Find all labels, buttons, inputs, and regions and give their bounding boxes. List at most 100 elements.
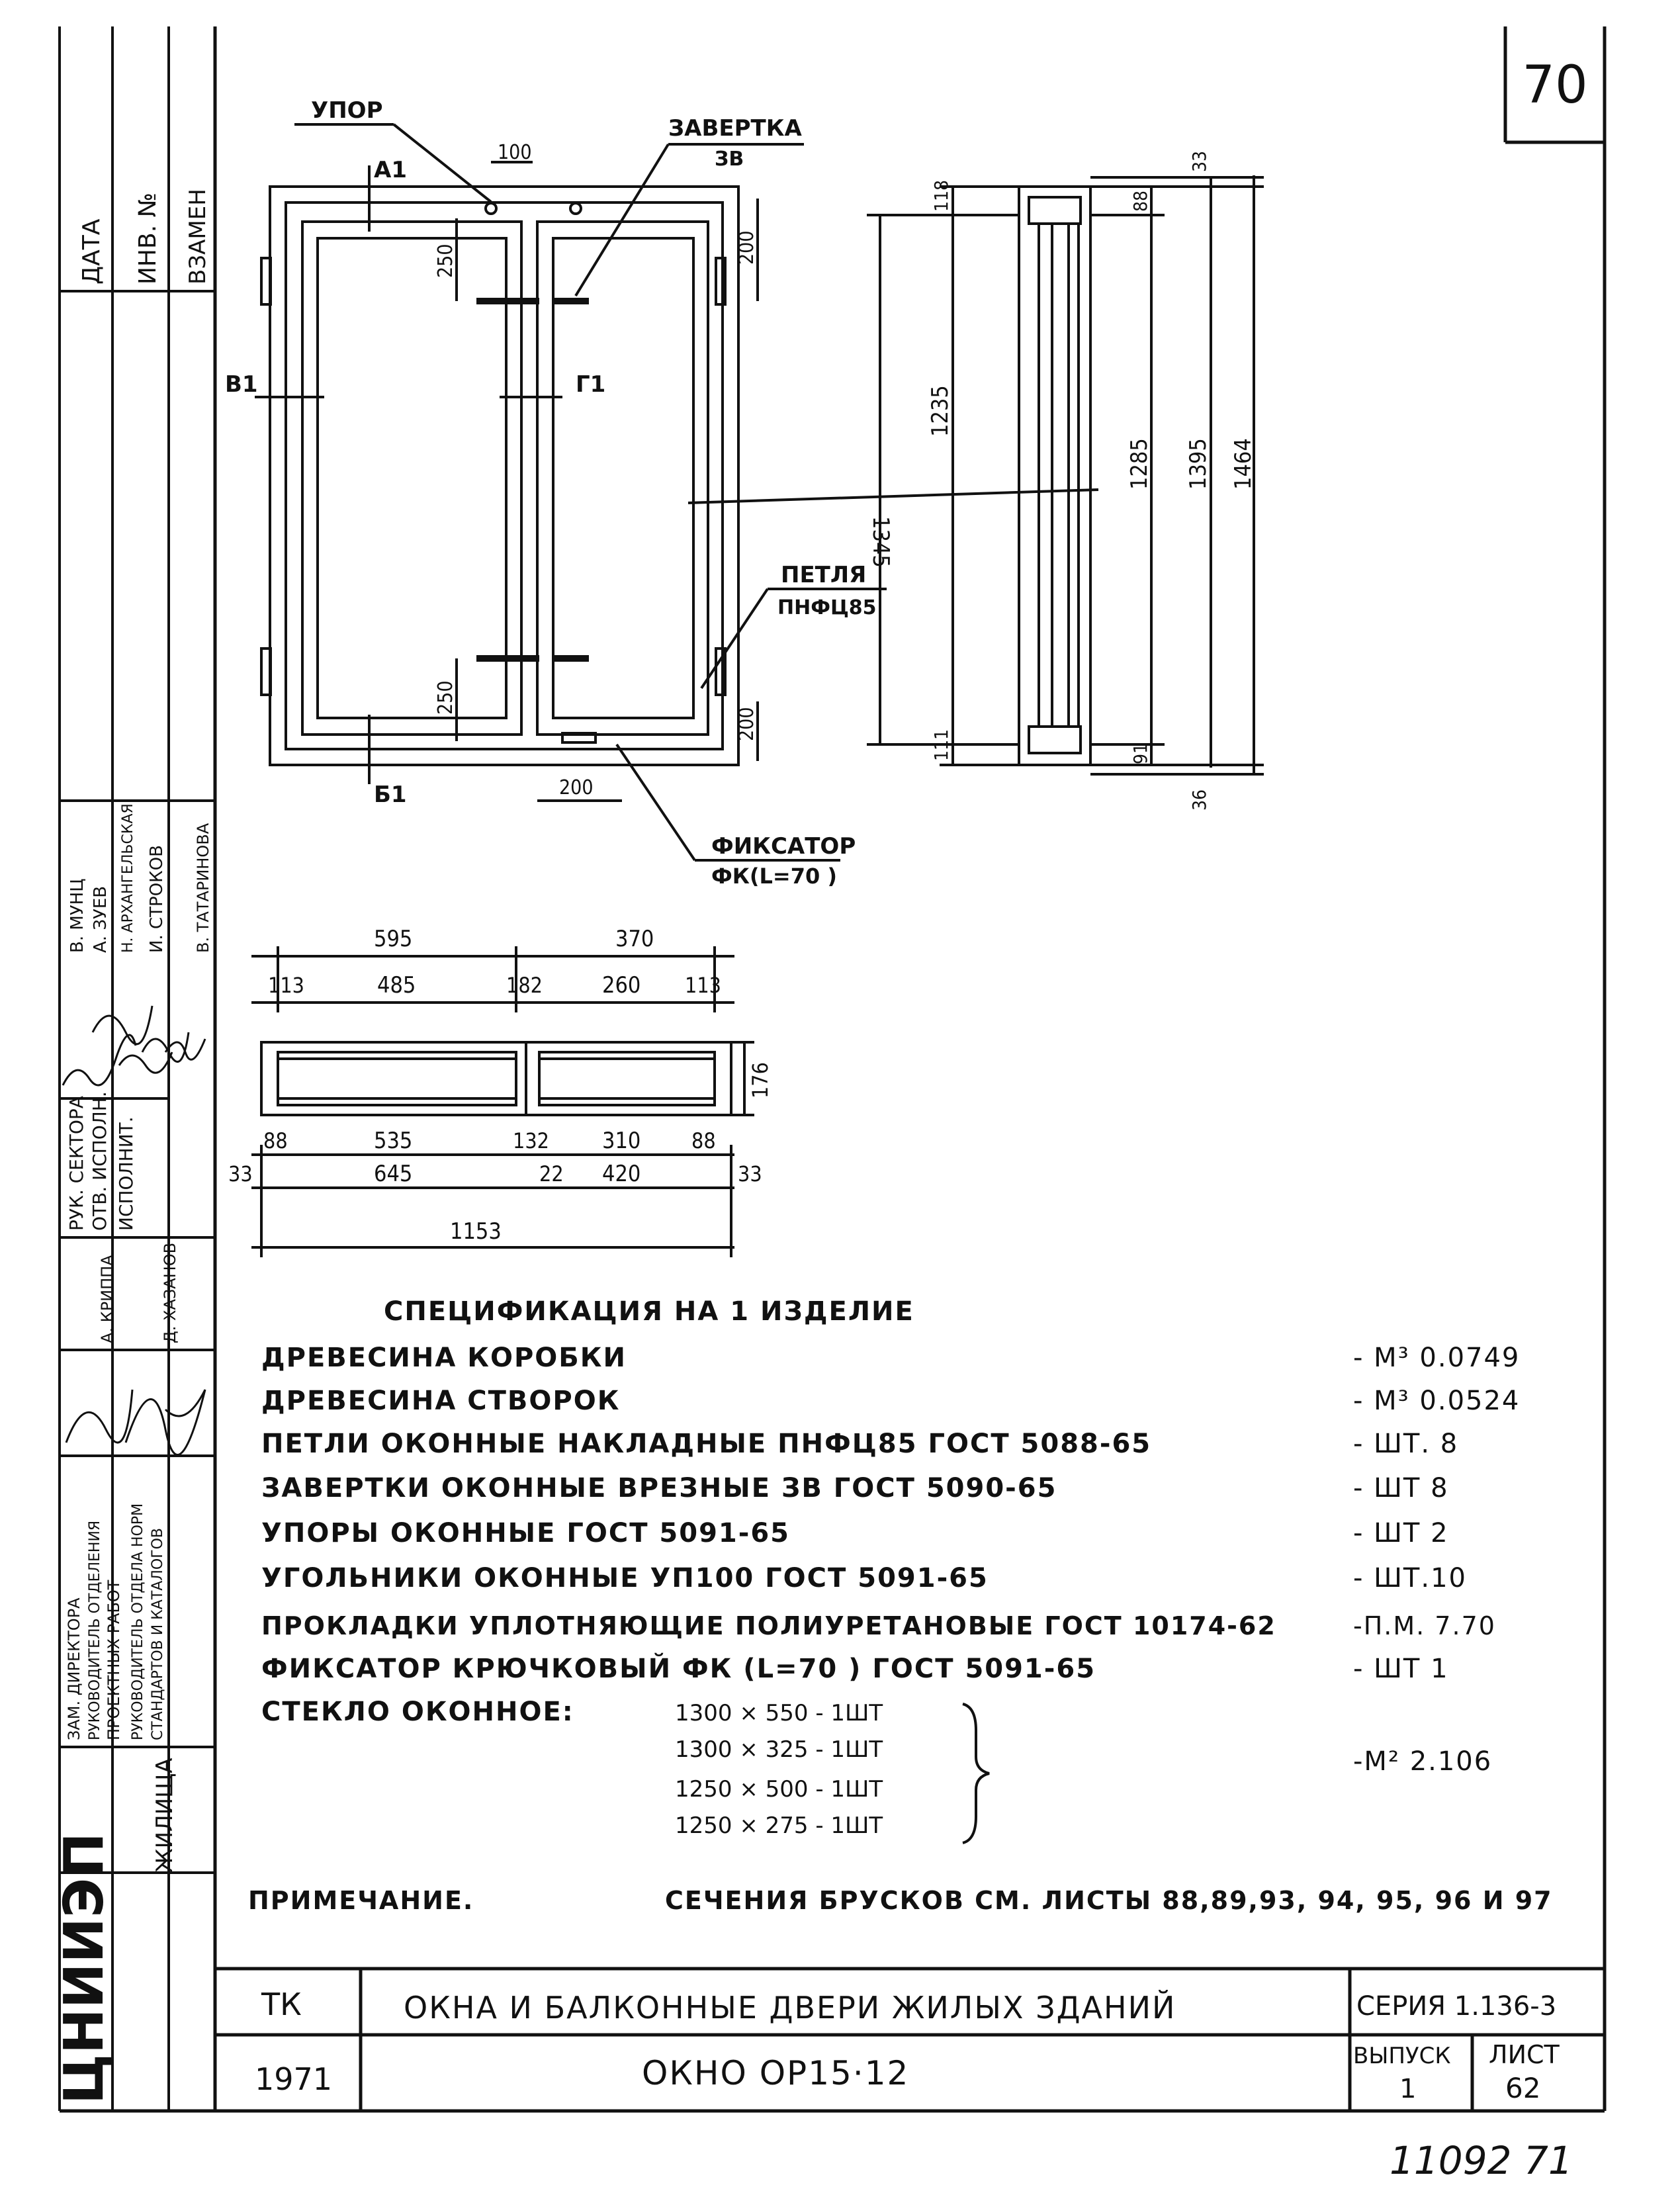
glass-item-1: 1300 × 550 - 1ШТ — [675, 1700, 883, 1726]
stamp-name-5: В. ТАТАРИНОВА — [194, 823, 212, 953]
stamp-role-2: ОТВ. ИСПОЛН. — [89, 1091, 111, 1231]
stamp-vzamen: ВЗАМЕН — [185, 189, 211, 285]
spec-item-2-name: ДРЕВЕСИНА СТВОРОК — [261, 1386, 620, 1416]
stamp-role-1: РУК. СЕКТОРА — [66, 1096, 87, 1231]
stamp-role-3: ИСПОЛНИТ. — [115, 1116, 137, 1231]
stamp-chief-4: РУКОВОДИТЕЛЬ ОТДЕЛА НОРМ — [130, 1503, 146, 1740]
dim-88b: 88 — [691, 1128, 716, 1153]
dim-595: 595 — [374, 926, 412, 952]
spec-item-3-name: ПЕТЛИ ОКОННЫЕ НАКЛАДНЫЕ ПНФЦ85 ГОСТ 5088… — [261, 1429, 1151, 1459]
section-g1: Г1 — [576, 371, 605, 398]
dim-22: 22 — [539, 1161, 564, 1186]
section-v1: В1 — [225, 371, 258, 398]
dim-176: 176 — [748, 1062, 773, 1098]
dim-33a: 33 — [228, 1161, 253, 1186]
dim-645: 645 — [374, 1161, 412, 1187]
label-fiksator: ФИКСАТОР — [711, 833, 856, 860]
stamp-name-3: Н. АРХАНГЕЛЬСКАЯ — [120, 803, 136, 953]
stamp-inv: ИНВ. № — [134, 193, 161, 285]
dim-1235: 1235 — [927, 385, 953, 437]
dim-260: 260 — [602, 972, 641, 999]
sheet-number: 70 — [1522, 56, 1587, 115]
side-stamp — [58, 26, 215, 2111]
label-petlya: ПЕТЛЯ — [781, 562, 866, 588]
spec-item-2-qty: - М³ 0.0524 — [1353, 1386, 1520, 1416]
stamp-org: ЦНИИЭП — [53, 1832, 116, 2104]
spec-item-1-qty: - М³ 0.0749 — [1353, 1343, 1520, 1373]
specification: СПЕЦИФИКАЦИЯ НА 1 ИЗДЕЛИЕ ДРЕВЕСИНА КОРО… — [261, 1296, 1520, 1844]
note-text: СЕЧЕНИЯ БРУСКОВ СМ. ЛИСТЫ 88,89,93, 94, … — [665, 1886, 1553, 1915]
glass-brace — [962, 1703, 990, 1844]
stamp-chief-3: ПРОЕКТНЫХ РАБОТ — [105, 1580, 123, 1740]
dim-1285: 1285 — [1126, 438, 1153, 490]
dim-200-horiz: 200 — [559, 776, 594, 799]
spec-item-5-name: УПОРЫ ОКОННЫЕ ГОСТ 5091-65 — [261, 1518, 790, 1548]
stamp-name-1: В. МУНЦ — [67, 879, 87, 953]
spec-item-4-qty: - ШТ 8 — [1353, 1473, 1449, 1503]
dim-1395: 1395 — [1185, 438, 1212, 490]
dim-182: 182 — [506, 973, 543, 998]
dim-33: 33 — [1188, 151, 1210, 172]
tb-list-label: ЛИСТ — [1489, 2040, 1560, 2069]
tb-title: ОКНА И БАЛКОННЫЕ ДВЕРИ ЖИЛЫХ ЗДАНИЙ — [404, 1990, 1176, 2026]
stamp-date: ДАТА — [78, 218, 105, 285]
dim-485: 485 — [377, 972, 416, 999]
spec-item-5-qty: - ШТ 2 — [1353, 1518, 1449, 1548]
elevation-labels: УПОР ЗАВЕРТКА ЗВ ПЕТЛЯ ПНФЦ85 ФИКСАТОР Ф… — [225, 97, 877, 889]
dim-420: 420 — [602, 1161, 641, 1187]
stamp-org-sub: ЖИЛИЩА — [152, 1758, 178, 1873]
dim-113b: 113 — [685, 973, 721, 998]
glass-item-3: 1250 × 500 - 1ШТ — [675, 1776, 883, 1803]
stamp-name-4: И. СТРОКОВ — [147, 845, 167, 953]
dim-535: 535 — [374, 1128, 412, 1154]
section-a1: А1 — [374, 157, 407, 183]
spec-item-8-qty: - ШТ 1 — [1353, 1654, 1449, 1684]
side-section-dims: 1345 1235 118 111 88 33 1285 1395 1464 9… — [867, 151, 1257, 811]
tb-list: 62 — [1505, 2072, 1540, 2104]
dim-36: 36 — [1188, 789, 1210, 811]
dim-1464: 1464 — [1230, 438, 1257, 490]
label-zavertka: ЗАВЕРТКА — [668, 115, 803, 142]
dim-1153: 1153 — [450, 1218, 502, 1245]
tb-year: 1971 — [255, 2061, 332, 2097]
note: ПРИМЕЧАНИЕ. СЕЧЕНИЯ БРУСКОВ СМ. ЛИСТЫ 88… — [248, 1886, 1553, 1915]
dim-132: 132 — [513, 1128, 549, 1153]
stamp-name-krippa: А. КРИППА — [98, 1255, 116, 1343]
label-fiksator-code: ФК(L=70 ) — [711, 864, 837, 889]
spec-item-7-qty: -П.М. 7.70 — [1353, 1611, 1496, 1640]
tb-series: СЕРИЯ 1.136-3 — [1356, 1991, 1556, 2022]
dim-100: 100 — [498, 141, 532, 164]
dim-250-top: 250 — [434, 244, 457, 278]
dim-310: 310 — [602, 1128, 641, 1154]
dim-111: 111 — [930, 729, 952, 761]
side-stamp-text: ДАТА ИНВ. № ВЗАМЕН РУК. СЕКТОРА ОТВ. ИСП… — [53, 189, 212, 2104]
spec-item-6-name: УГОЛЬНИКИ ОКОННЫЕ УП100 ГОСТ 5091-65 — [261, 1563, 989, 1593]
spec-item-8-name: ФИКСАТОР КРЮЧКОВЫЙ ФК (L=70 ) ГОСТ 5091-… — [261, 1652, 1096, 1684]
glass-item-2: 1300 × 325 - 1ШТ — [675, 1736, 883, 1763]
title-block-text: ТК ОКНА И БАЛКОННЫЕ ДВЕРИ ЖИЛЫХ ЗДАНИЙ С… — [255, 1987, 1560, 2104]
spec-title: СПЕЦИФИКАЦИЯ НА 1 ИЗДЕЛИЕ — [384, 1296, 914, 1327]
spec-item-6-qty: - ШТ.10 — [1353, 1563, 1467, 1593]
title-block — [215, 1967, 1605, 2111]
tb-vypusk: 1 — [1399, 2074, 1416, 2104]
dim-118: 118 — [930, 180, 952, 212]
glass-label: СТЕКЛО ОКОННОЕ: — [261, 1697, 574, 1727]
tb-subtitle: ОКНО ОР15·12 — [642, 2054, 909, 2092]
stamp-chief-5: СТАНДАРТОВ И КАТАЛОГОВ — [150, 1528, 166, 1740]
dim-113a: 113 — [268, 973, 304, 998]
spec-item-1-name: ДРЕВЕСИНА КОРОБКИ — [261, 1343, 627, 1373]
dim-250-bot: 250 — [434, 680, 457, 715]
stamp-name-khazanov: Д. ХАЗАНОВ — [161, 1243, 179, 1343]
tb-vypusk-label: ВЫПУСК — [1353, 2043, 1451, 2069]
spec-item-4-name: ЗАВЕРТКИ ОКОННЫЕ ВРЕЗНЫЕ ЗВ ГОСТ 5090-65 — [261, 1473, 1057, 1503]
dim-91: 91 — [1129, 743, 1151, 764]
tb-tk: ТК — [261, 1987, 302, 2022]
plan-dims: 595 370 113 485 182 260 113 176 88 535 1… — [228, 926, 773, 1245]
label-zavertka-code: ЗВ — [715, 148, 744, 171]
dim-370: 370 — [615, 926, 654, 952]
sheet-frame — [60, 26, 1607, 2113]
note-label: ПРИМЕЧАНИЕ. — [248, 1886, 474, 1915]
plan-view — [251, 946, 754, 1257]
stamp-chief-2: РУКОВОДИТЕЛЬ ОТДЕЛЕНИЯ — [87, 1521, 103, 1740]
